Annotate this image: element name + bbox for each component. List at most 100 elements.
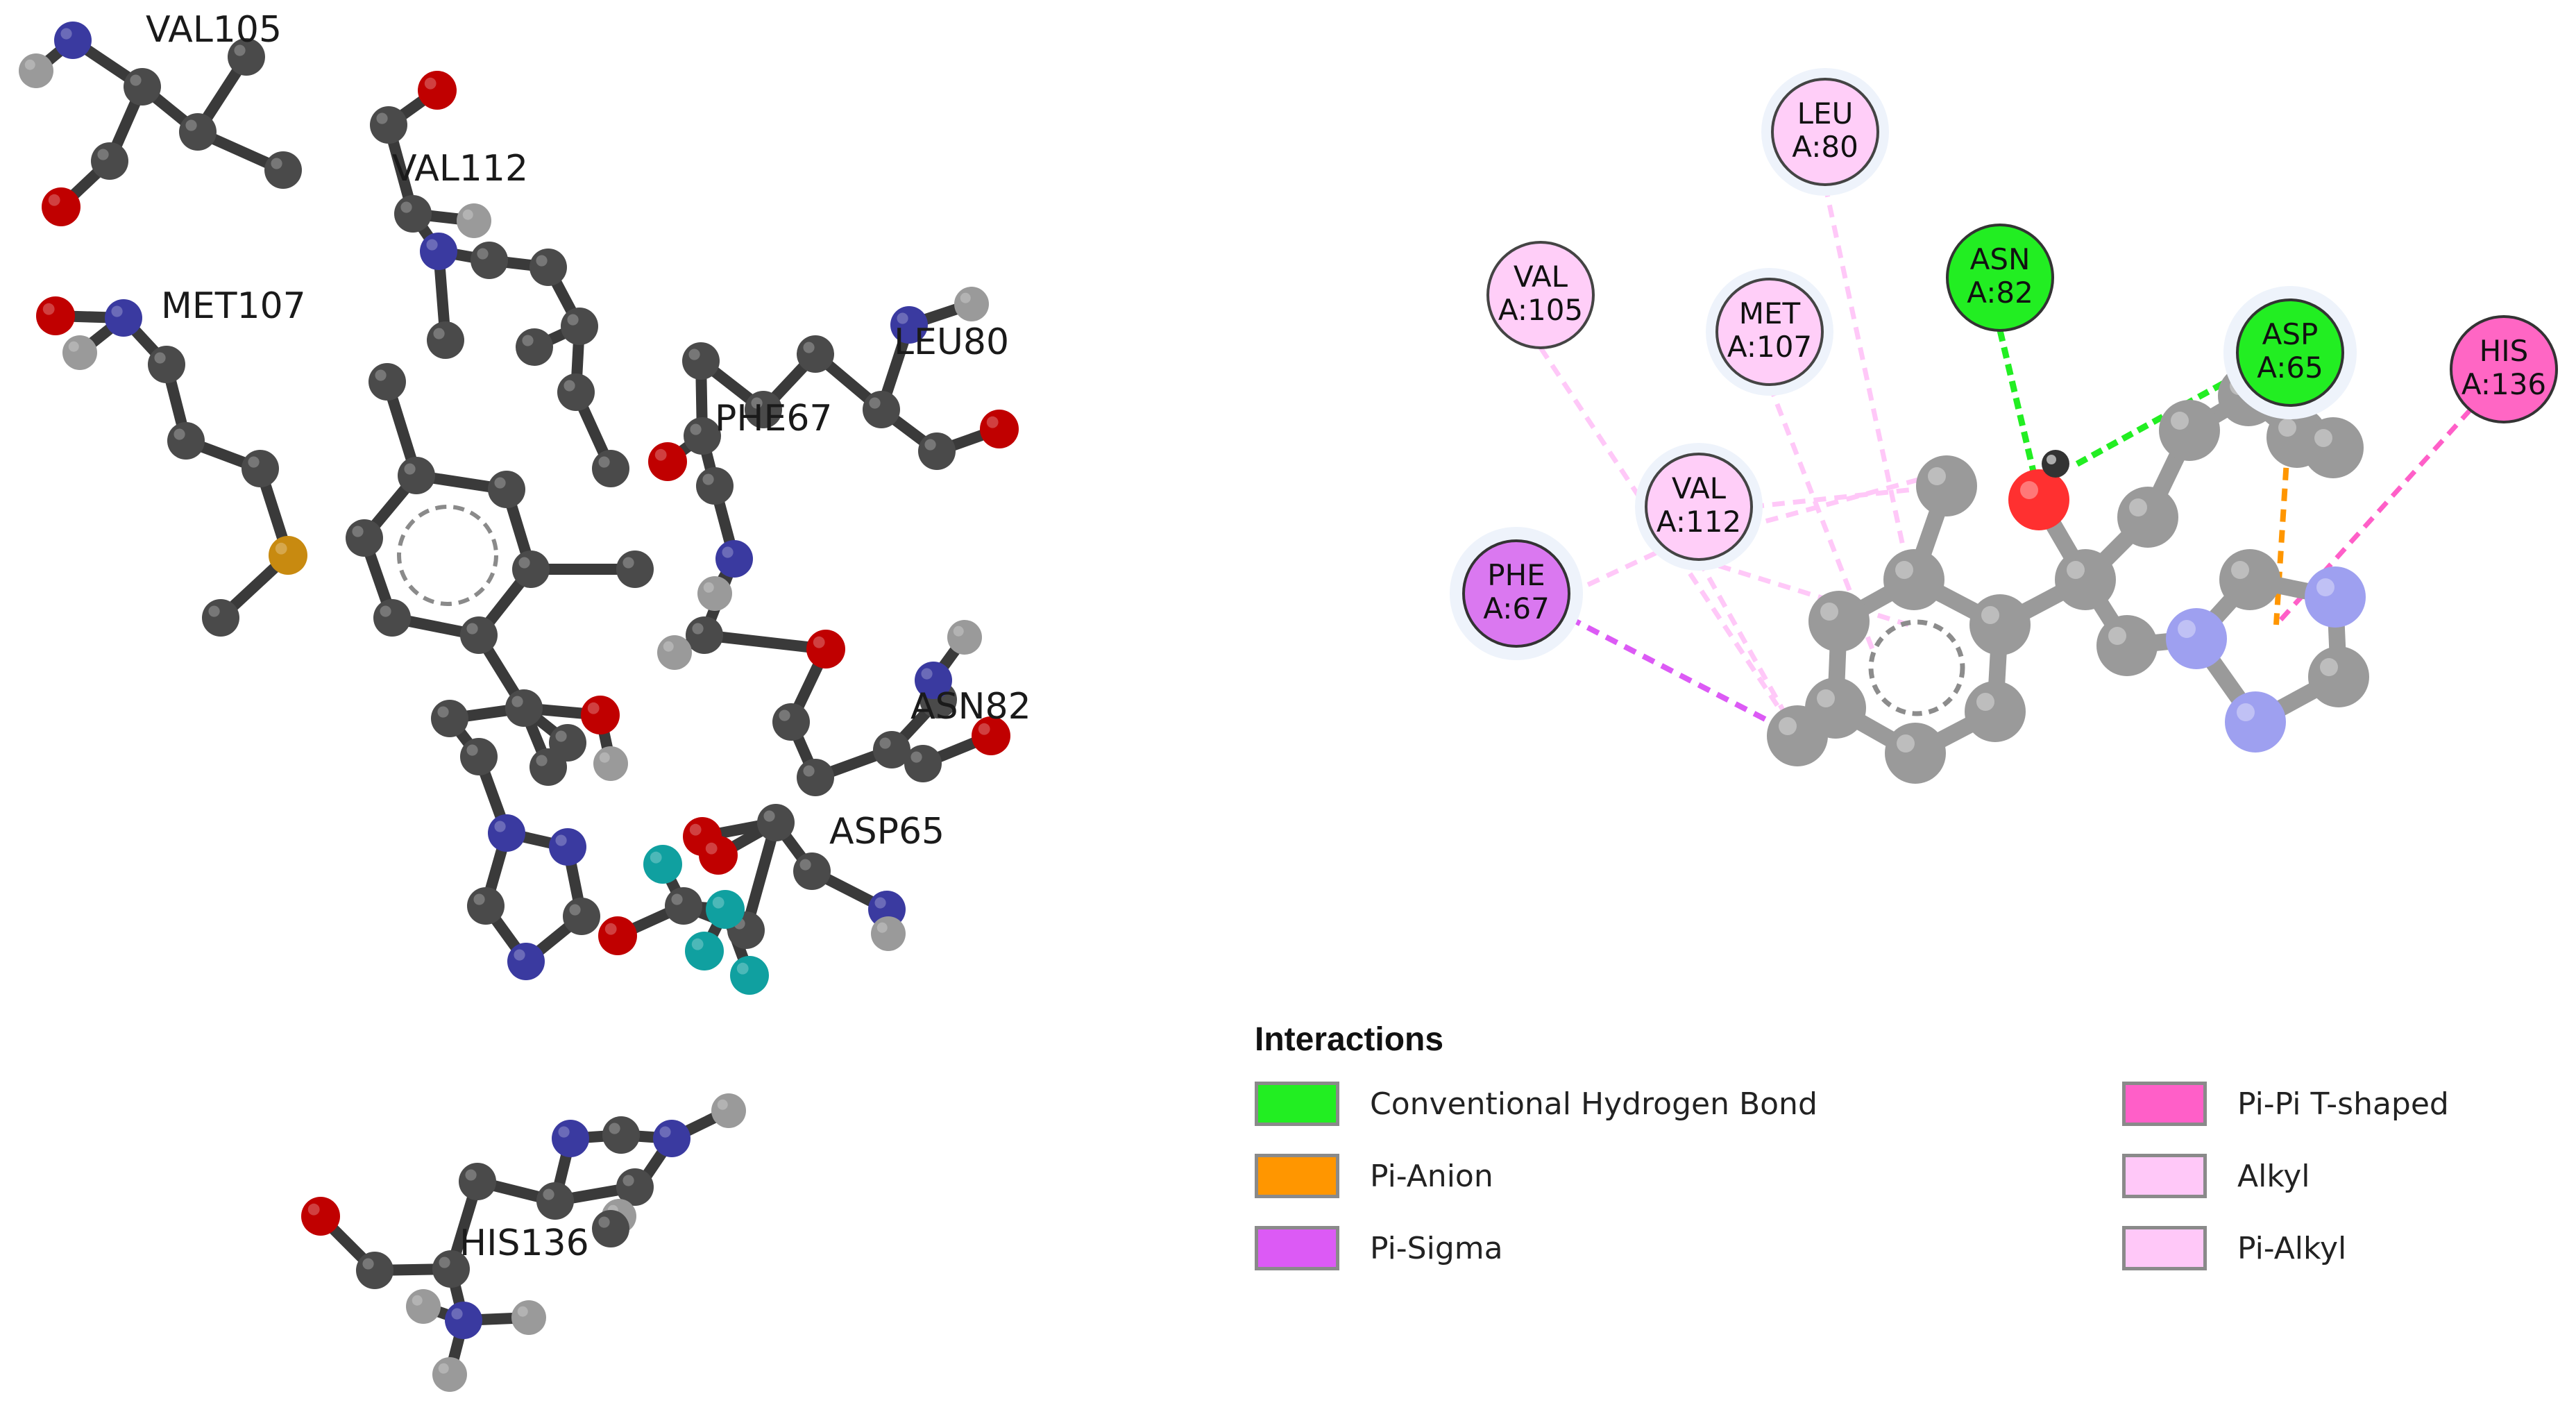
atom-3d-o	[301, 1197, 340, 1236]
residue-node-phe67[interactable]: PHE A:67	[1450, 527, 1583, 660]
atom-highlight	[2314, 429, 2332, 447]
residue-node-val112[interactable]: VAL A:112	[1635, 443, 1763, 571]
atom-3d-h	[62, 335, 97, 370]
atom-highlight	[876, 922, 888, 933]
atom-3d-c	[368, 363, 406, 401]
atom-3d-n	[653, 1120, 690, 1157]
atom-highlight	[462, 209, 473, 220]
legend-swatch-alkyl	[2122, 1154, 2207, 1198]
atom-highlight	[690, 423, 702, 435]
atom-3d-h	[19, 53, 53, 88]
atom-highlight	[1895, 561, 1913, 579]
atom-3d-h	[657, 635, 692, 670]
atom-highlight	[426, 239, 438, 251]
atom-3d-c	[536, 1182, 574, 1220]
residue-node-val105[interactable]: VAL A:105	[1486, 241, 1595, 349]
atom-highlight	[424, 77, 437, 90]
atom-3d-o	[36, 296, 75, 335]
atom-3d-c	[516, 328, 553, 366]
atom-3d-c	[431, 700, 468, 737]
residue-node-asn82[interactable]: ASN A:82	[1946, 224, 2054, 332]
residue-node-phe67-chain: A:67	[1483, 591, 1550, 625]
legend-grid: Conventional Hydrogen Bond Pi-Pi T-shape…	[1255, 1078, 2476, 1274]
atom-highlight	[869, 397, 881, 409]
atom-highlight	[803, 765, 815, 777]
atom-highlight	[712, 896, 724, 909]
residue-node-his136-chain: A:136	[2461, 367, 2546, 401]
atom-3d-h	[711, 1093, 746, 1128]
atom-highlight	[494, 821, 506, 832]
residue-label-asn82: ASN82	[910, 686, 1031, 728]
atom-3d-n	[549, 828, 586, 866]
atom-3d-c	[179, 113, 217, 151]
atom-3d-c	[757, 804, 795, 841]
atom-3d-c	[686, 616, 723, 654]
atom-highlight	[234, 44, 246, 56]
atom-3d-c	[148, 346, 185, 383]
atom-highlight	[60, 28, 72, 40]
atom-highlight	[978, 723, 990, 735]
binding-pocket-3d-view: VAL105 VAL112 MET107 LEU80 PHE67 ASN82 A…	[19, 9, 1031, 1392]
atom-highlight	[599, 752, 610, 763]
atom-highlight	[2320, 658, 2338, 676]
legend-label-hbond: Conventional Hydrogen Bond	[1370, 1086, 1817, 1122]
legend-item-pisigma: Pi-Sigma	[1255, 1222, 2122, 1274]
residue-node-his136[interactable]: HIS A:136	[2450, 315, 2558, 423]
ligand-atom-c	[2096, 615, 2158, 676]
atom-3d-o	[42, 187, 80, 226]
ligand-atom-c	[1808, 591, 1870, 652]
atom-3d-c	[394, 195, 432, 233]
atom-highlight	[751, 397, 763, 409]
atom-highlight	[703, 582, 714, 593]
residue-node-asn82-chain: A:82	[1967, 276, 2033, 310]
interaction-line	[1696, 558, 1800, 737]
atom-3d-c	[167, 422, 205, 460]
atom-3d-h	[871, 916, 906, 951]
atom-3d-c	[432, 1250, 470, 1288]
ligand-atoms	[1767, 365, 2369, 784]
atom-highlight	[924, 439, 936, 451]
atom-3d-c	[427, 321, 464, 359]
atom-3d-c	[918, 432, 956, 470]
atom-3d-h	[511, 1300, 546, 1335]
interaction-line	[1751, 483, 1947, 510]
bond-3d	[699, 630, 831, 655]
atom-highlight	[763, 810, 775, 822]
atom-highlight	[2129, 498, 2147, 516]
atom-highlight	[352, 526, 364, 537]
interaction-line	[1568, 615, 1799, 739]
atom-highlight	[953, 625, 964, 637]
ligand-atom-c	[2303, 417, 2364, 478]
atom-highlight	[2067, 561, 2085, 579]
atom-highlight	[208, 605, 220, 617]
atom-highlight	[587, 702, 600, 714]
atom-highlight	[466, 744, 478, 756]
residue-node-asn82-circle	[1946, 224, 2054, 332]
atom-3d-f	[685, 932, 724, 970]
atom-highlight	[654, 448, 667, 461]
residue-node-phe67-circle	[1462, 539, 1570, 648]
residue-node-met107[interactable]: MET A:107	[1706, 268, 1833, 396]
residue-node-val105-circle	[1486, 241, 1595, 349]
atom-highlight	[691, 938, 704, 950]
atom-highlight	[986, 416, 999, 428]
atom-3d-f	[706, 890, 745, 929]
residue-node-leu80[interactable]: LEU A:80	[1761, 68, 1889, 196]
atom-highlight	[874, 897, 886, 909]
atom-highlight	[518, 557, 530, 569]
atom-3d-c	[373, 599, 411, 637]
atom-highlight	[473, 893, 485, 905]
residue-node-asp65[interactable]: ASP A:65	[2223, 286, 2357, 419]
atom-highlight	[663, 641, 674, 652]
atom-3d-c	[616, 550, 654, 588]
atom-highlight	[659, 1126, 671, 1138]
atom-highlight	[1976, 693, 1994, 711]
atom-3d-c	[602, 1116, 640, 1154]
residue-node-val105-chain: A:105	[1498, 293, 1583, 327]
atom-highlight	[404, 463, 416, 475]
atom-highlight	[960, 292, 971, 303]
atom-highlight	[522, 335, 534, 346]
legend-item-alkyl: Alkyl	[2122, 1150, 2469, 1202]
atom-highlight	[494, 477, 506, 489]
atom-3d-n	[552, 1120, 589, 1157]
